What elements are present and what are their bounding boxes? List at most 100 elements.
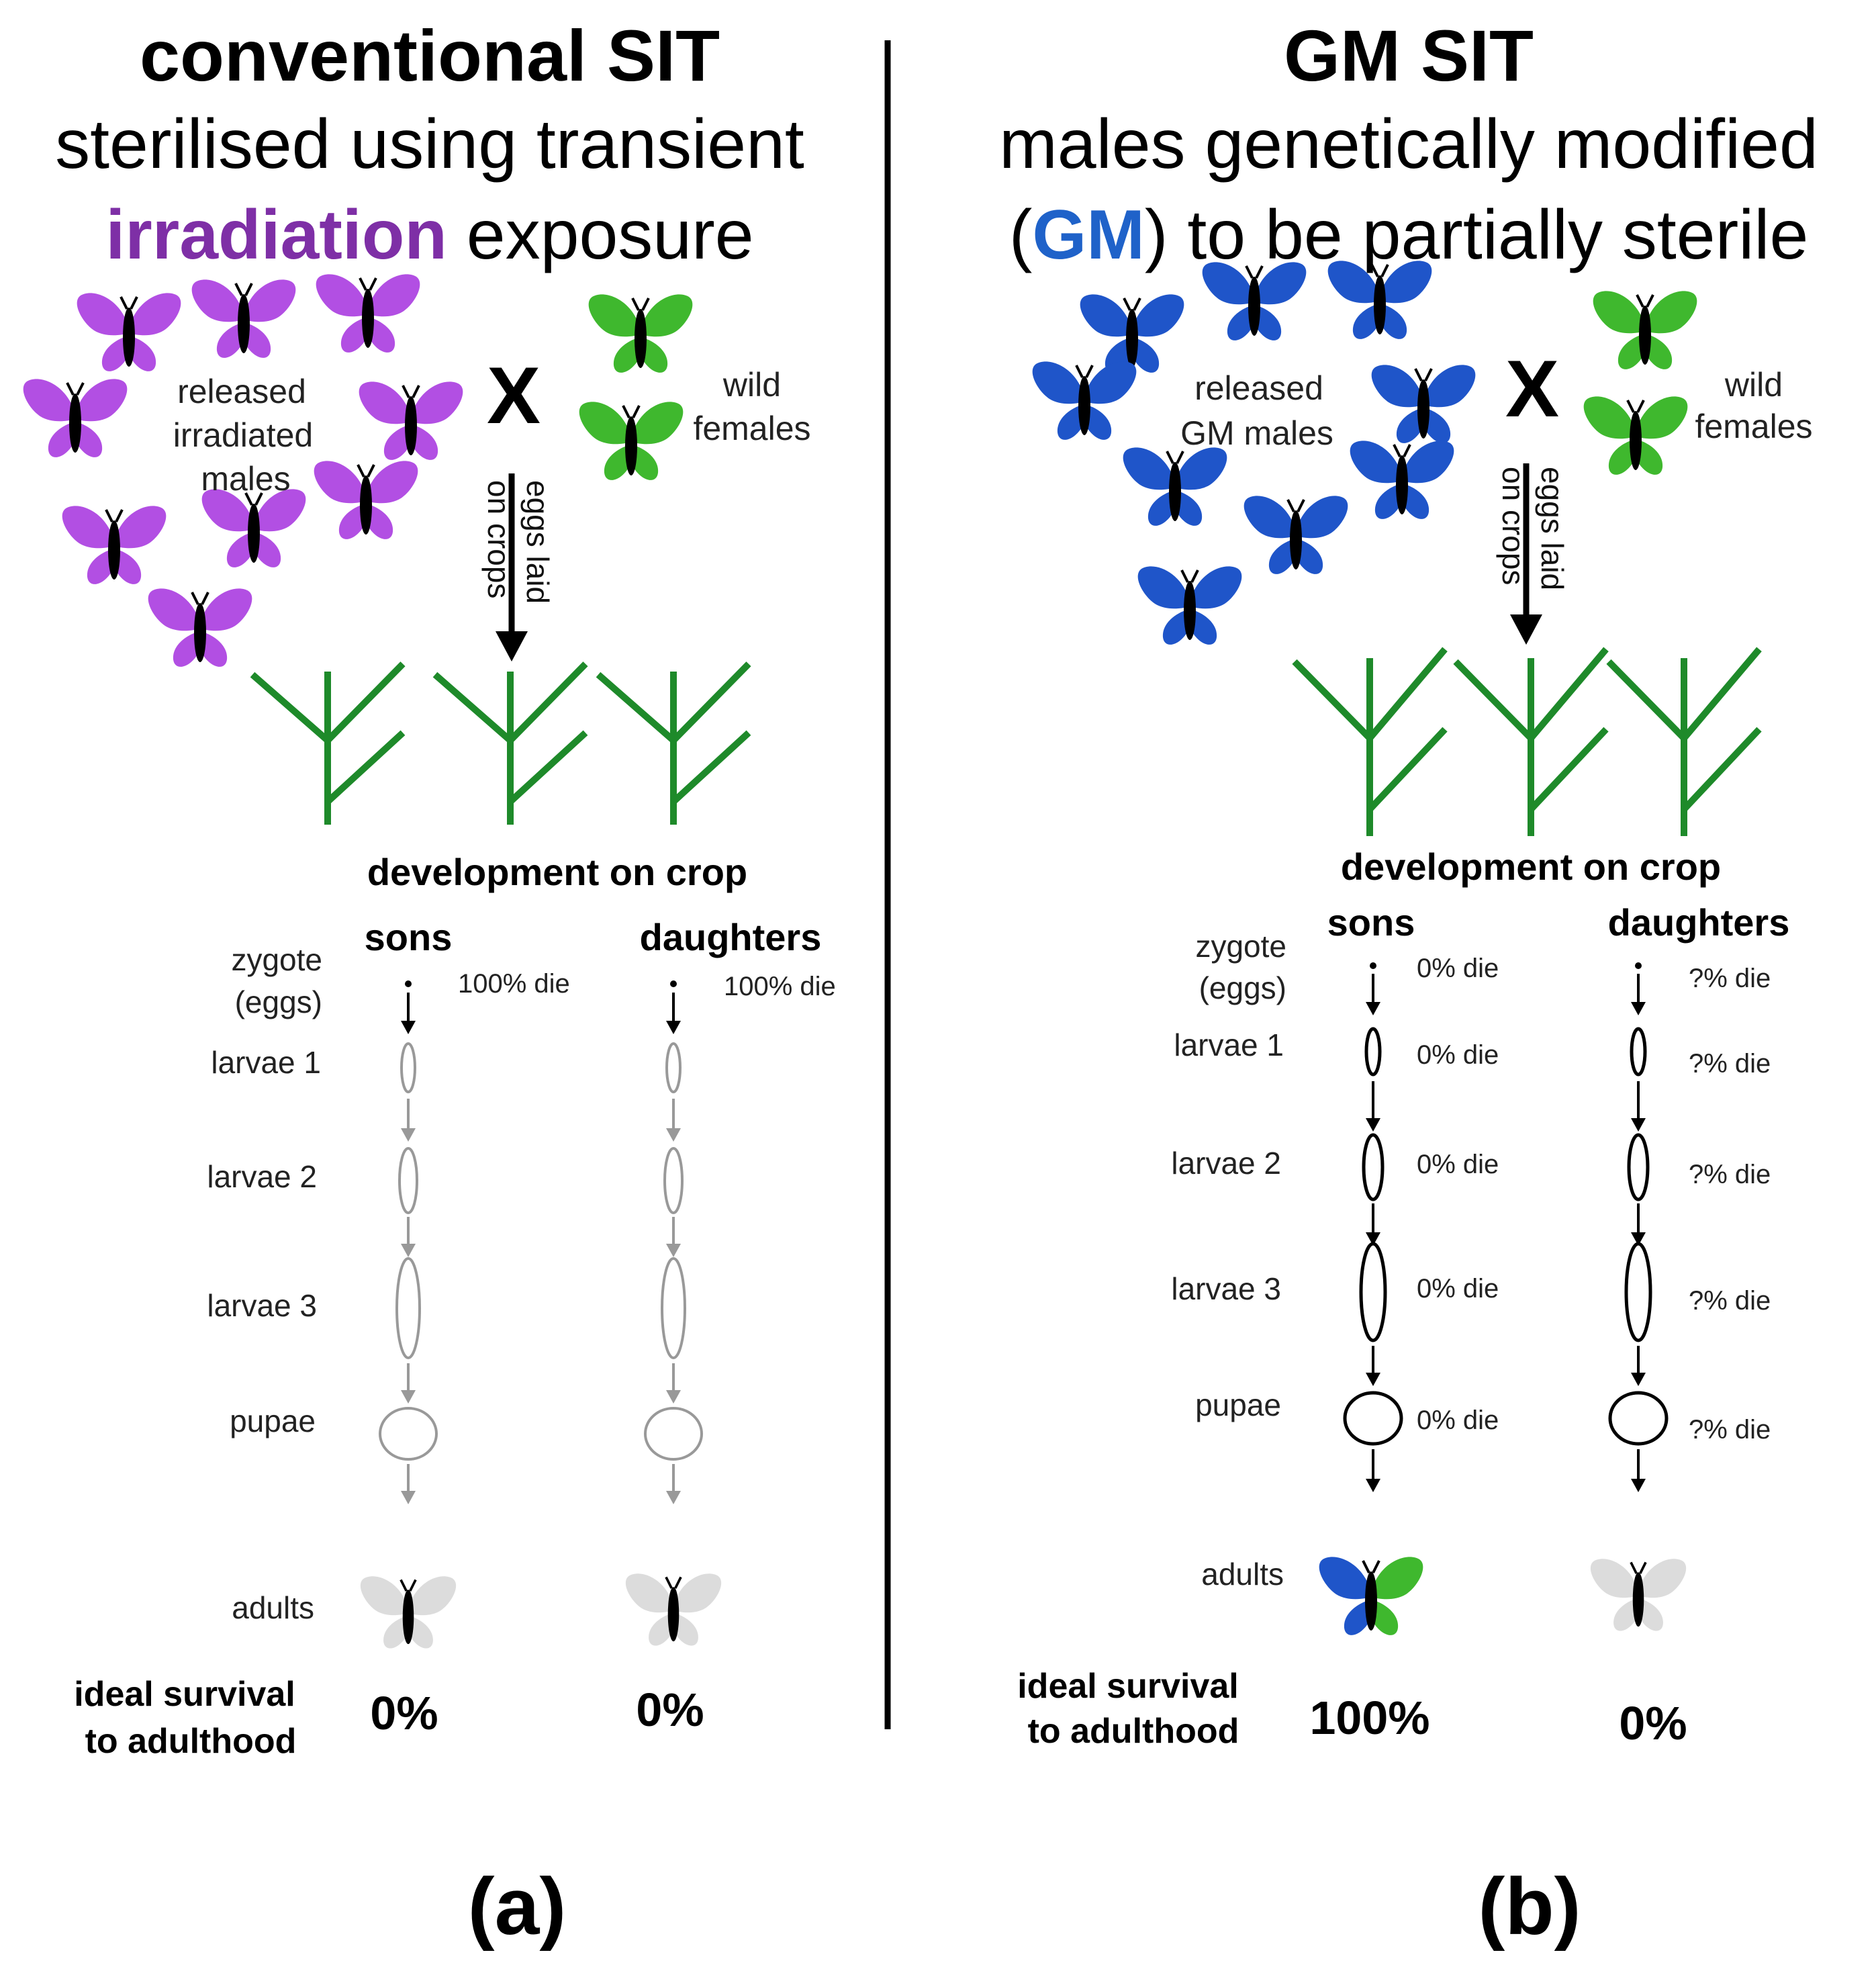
larva-ellipse-icon xyxy=(395,1257,421,1359)
arrowhead xyxy=(1366,1232,1380,1246)
stage-eggs: (eggs) xyxy=(1199,970,1286,1005)
arrowhead xyxy=(401,1128,416,1142)
eggs-label-line1: eggs laid xyxy=(1535,467,1570,590)
larva-ellipse-icon xyxy=(398,1147,418,1214)
larva-ellipse-icon xyxy=(1359,1242,1387,1342)
sons-death-rate: 100% die xyxy=(458,969,570,999)
eggs-label-line1: eggs laid xyxy=(520,480,555,604)
butterfly-icon xyxy=(316,274,420,353)
daughters-label: daughters xyxy=(1608,901,1790,944)
wild-females xyxy=(579,294,693,480)
gm-highlight: GM xyxy=(1032,196,1145,274)
butterfly-icon xyxy=(77,293,181,371)
males-label-line2: irradiated xyxy=(173,416,313,454)
larva-ellipse-icon xyxy=(1627,1133,1650,1201)
arrowhead xyxy=(1510,614,1542,645)
panel-a-subtitle-line2: irradiation exposure xyxy=(105,196,753,274)
development-label: development on crop xyxy=(1341,845,1721,888)
crop-plant-icon xyxy=(1606,647,1762,836)
pupa-ellipse-icon xyxy=(1343,1391,1403,1446)
arrowhead xyxy=(401,1021,416,1034)
sons-death-egg: 0% die xyxy=(1417,954,1499,983)
daughters-label: daughters xyxy=(640,916,822,958)
arrowhead xyxy=(666,1390,681,1404)
butterfly-icon xyxy=(1137,566,1242,645)
pupa-ellipse-icon xyxy=(644,1407,703,1461)
arrowhead xyxy=(666,1021,681,1034)
panel-b: GM SIT males genetically modified (GM) t… xyxy=(999,15,1818,1952)
daughters-death-egg: ?% die xyxy=(1689,964,1771,993)
stage-adults: adults xyxy=(1201,1557,1284,1592)
crop-plants xyxy=(1292,647,1762,836)
crop-plant-icon xyxy=(596,661,751,825)
arrowhead xyxy=(1366,1118,1380,1132)
sons-death-larvae-3: 0% die xyxy=(1417,1274,1499,1303)
stage-zygote: zygote xyxy=(231,942,322,977)
sons-survival: 0% xyxy=(370,1687,438,1739)
stage-zygote: zygote xyxy=(1195,929,1286,964)
zygote-dot xyxy=(1635,962,1642,969)
panel-b-title: GM SIT xyxy=(1284,15,1534,96)
males-label-line2: GM males xyxy=(1180,414,1333,452)
arrowhead xyxy=(401,1491,416,1504)
larva-ellipse-icon xyxy=(1364,1027,1382,1077)
sons-label: sons xyxy=(365,916,453,958)
butterfly-icon xyxy=(314,461,418,539)
butterfly-icon xyxy=(191,279,296,358)
butterfly-icon xyxy=(1593,291,1697,369)
zygote-dot xyxy=(670,980,677,987)
crop-plant-icon xyxy=(250,661,406,825)
zygote-dot xyxy=(1370,962,1376,969)
cross-x-icon: X xyxy=(1505,344,1559,434)
panel-b-subtitle-line2: (GM) to be partially sterile xyxy=(1009,196,1809,274)
arrowhead xyxy=(666,1244,681,1257)
butterfly-icon xyxy=(1583,396,1688,475)
zygote-dot xyxy=(405,980,412,987)
butterfly-icon xyxy=(1202,262,1307,340)
daughters-death-larvae-3: ?% die xyxy=(1689,1286,1771,1316)
butterfly-icon xyxy=(1123,447,1227,526)
arrowhead xyxy=(1631,1373,1646,1386)
daughters-survival: 0% xyxy=(636,1684,704,1736)
panel-label-b: (b) xyxy=(1478,1862,1581,1952)
females-label-line2: females xyxy=(1695,408,1812,445)
arrowhead xyxy=(1366,1479,1380,1492)
released-irradiated-males xyxy=(23,274,463,667)
stage-eggs: (eggs) xyxy=(235,984,322,1019)
daughters-survival: 0% xyxy=(1619,1697,1687,1749)
crop-plant-icon xyxy=(1292,647,1448,836)
larva-ellipse-icon xyxy=(1630,1027,1647,1077)
survival-label-line2: to adulthood xyxy=(1028,1712,1239,1751)
survival-label-line1: ideal survival xyxy=(1017,1667,1239,1706)
butterfly-icon xyxy=(359,381,463,460)
lifecycle-columns xyxy=(360,980,722,1649)
males-label-line3: males xyxy=(201,460,290,498)
crop-plants xyxy=(250,661,751,825)
dead-adult-icon xyxy=(1590,1559,1687,1631)
lifecycle-columns xyxy=(1319,962,1687,1635)
larva-ellipse-icon xyxy=(665,1042,682,1093)
butterfly-icon xyxy=(1371,365,1476,443)
butterfly-icon xyxy=(201,489,306,567)
butterfly-icon xyxy=(1032,361,1137,440)
crop-plant-icon xyxy=(432,661,588,825)
sons-label: sons xyxy=(1327,901,1415,944)
sons-death-larvae-2: 0% die xyxy=(1417,1150,1499,1179)
arrowhead xyxy=(401,1390,416,1404)
sons-death-larvae-1: 0% die xyxy=(1417,1040,1499,1070)
cross-x-icon: X xyxy=(487,351,541,441)
dead-adult-icon xyxy=(625,1573,722,1646)
males-label-line1: released xyxy=(1194,369,1323,407)
stage-pupae: pupae xyxy=(1195,1387,1281,1422)
butterfly-icon xyxy=(62,506,167,584)
panel-a-title: conventional SIT xyxy=(140,15,720,96)
butterfly-icon xyxy=(1244,496,1348,574)
females-label-line1: wild xyxy=(722,366,781,404)
larva-ellipse-icon xyxy=(1624,1242,1652,1342)
larva-ellipse-icon xyxy=(1362,1133,1385,1201)
larva-ellipse-icon xyxy=(661,1257,686,1359)
sons-death-pupae: 0% die xyxy=(1417,1406,1499,1435)
butterfly-icon xyxy=(148,588,252,667)
paren-open: ( xyxy=(1009,196,1033,274)
